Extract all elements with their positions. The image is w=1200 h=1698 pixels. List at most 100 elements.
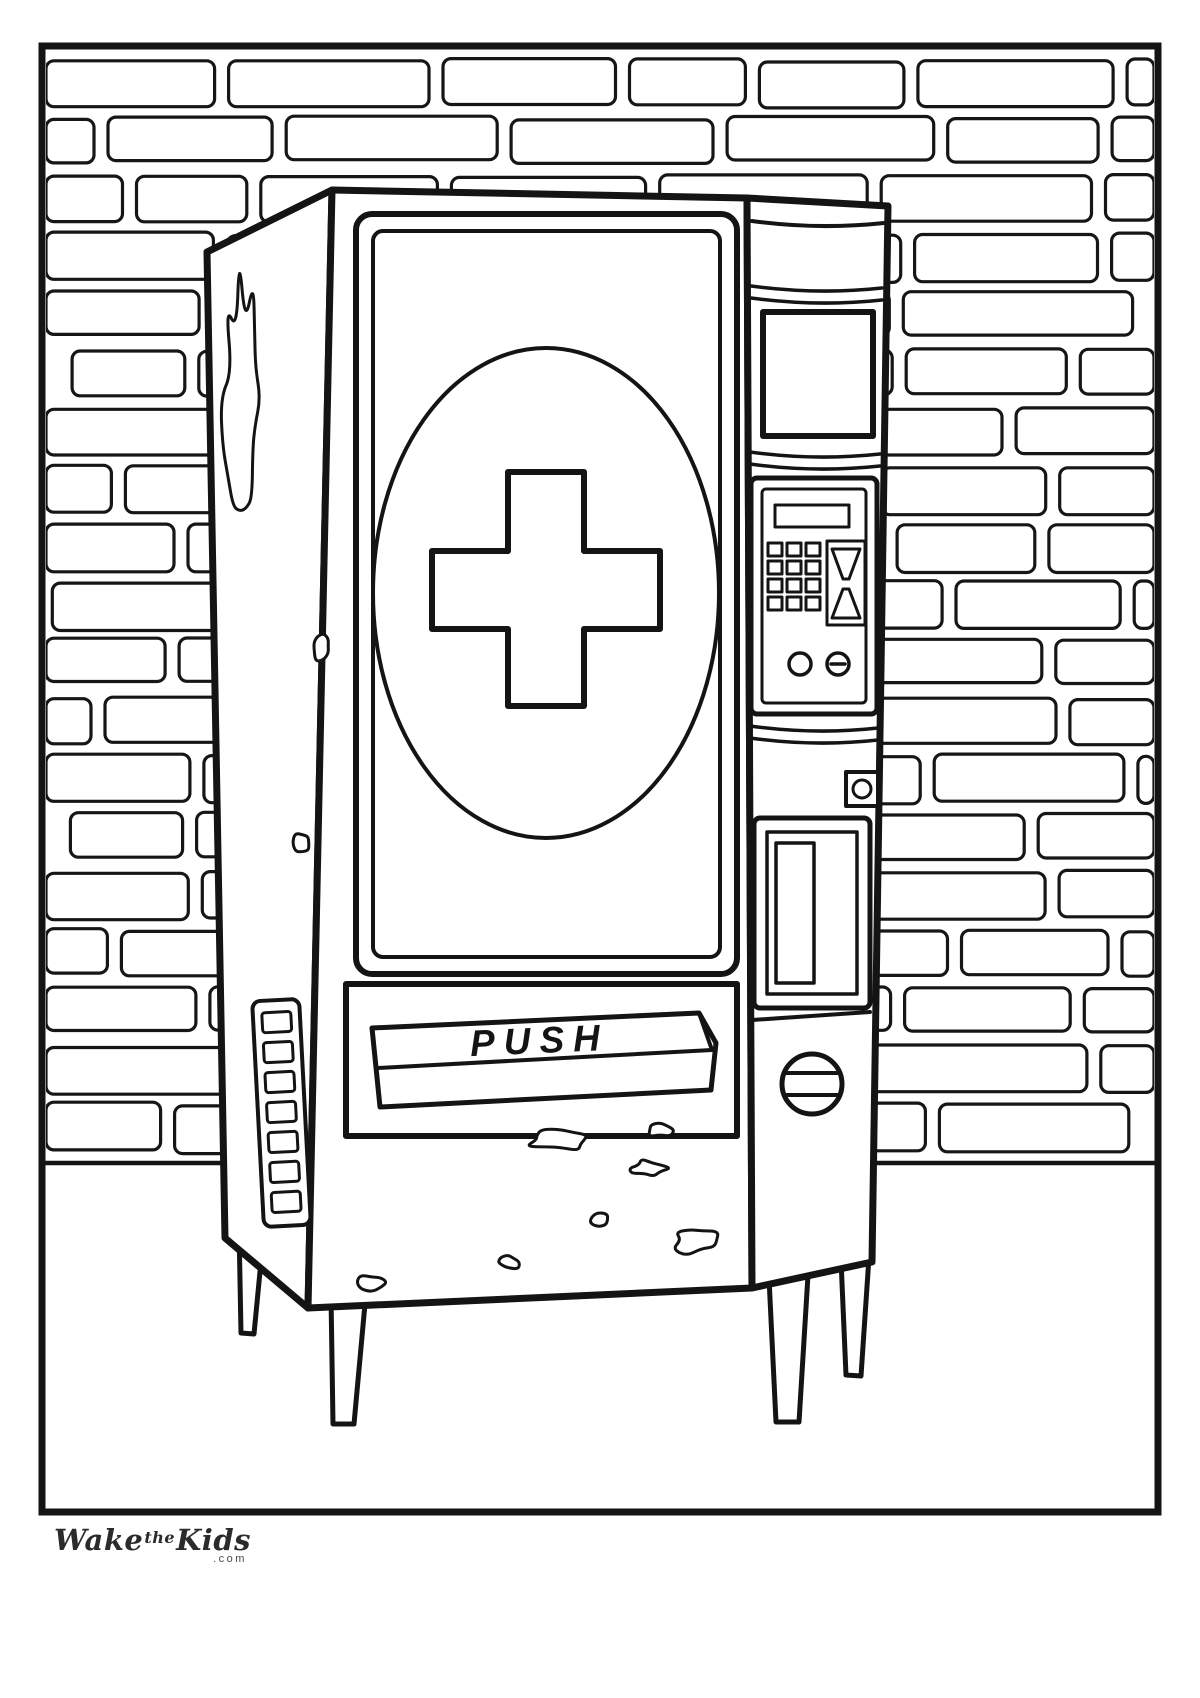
keypad-button[interactable] (766, 559, 784, 576)
brick (904, 347, 1068, 396)
select-button[interactable] (787, 651, 813, 677)
keypad-button[interactable] (766, 577, 784, 594)
brick (46, 117, 96, 165)
brick (932, 752, 1126, 803)
vent-slot (263, 1069, 297, 1095)
brick (1058, 466, 1154, 517)
push-label: PUSH (469, 1017, 610, 1064)
keypad-button[interactable] (785, 577, 803, 594)
brick (1125, 57, 1154, 107)
grunge-patches (219, 271, 720, 1293)
keypad-button[interactable] (766, 595, 784, 612)
keypad-button[interactable] (804, 541, 822, 558)
vent-slot (261, 1039, 295, 1065)
vent-slot (269, 1189, 303, 1214)
grunge-spot (588, 1211, 610, 1228)
vent-slot (268, 1159, 301, 1184)
brick (1099, 1044, 1154, 1094)
key-lock[interactable] (844, 770, 880, 808)
brick (1047, 523, 1154, 575)
window-circle (371, 346, 721, 840)
key-lock-plate[interactable] (844, 770, 880, 808)
grunge-spot (673, 1228, 720, 1256)
vending-machine: PUSH (203, 186, 892, 1427)
keypad-button[interactable] (766, 541, 784, 558)
brick (509, 118, 715, 166)
column-seam-b (749, 296, 884, 305)
medical-cross-icon (429, 469, 663, 709)
vent-slot (260, 1010, 294, 1035)
keypad-button[interactable] (785, 559, 803, 576)
coin-slot-icon[interactable] (825, 539, 867, 627)
brick (46, 871, 190, 922)
bill-acceptor-slot (774, 841, 816, 985)
keypad-button[interactable] (804, 577, 822, 594)
column-top-seam (750, 219, 886, 229)
grunge-spot (312, 632, 330, 663)
brick (46, 985, 198, 1033)
brick (916, 59, 1115, 109)
brick (46, 174, 125, 224)
brick (937, 1102, 1131, 1154)
brick (284, 114, 499, 162)
lock-dial[interactable] (779, 1051, 845, 1117)
grunge-spot (497, 1254, 521, 1271)
brick (1110, 231, 1154, 282)
leg-front-right (766, 1272, 811, 1425)
keypad-button[interactable] (785, 541, 803, 558)
grunge-spot (527, 1127, 588, 1152)
brick (46, 289, 201, 336)
brick (46, 752, 192, 803)
brick (1036, 811, 1154, 860)
vent-slot (265, 1099, 298, 1125)
brick (879, 174, 1094, 223)
key-lock-cylinder (851, 778, 873, 800)
vent-slot (266, 1129, 300, 1155)
brick (1136, 754, 1154, 805)
keypad-buttons[interactable] (766, 541, 822, 612)
display-screen (760, 309, 876, 439)
brick (1078, 347, 1154, 396)
brick (46, 697, 93, 746)
brand-logo: WaketheKids .com (54, 1526, 251, 1565)
grunge-spot (356, 1274, 388, 1293)
control-panel (748, 219, 886, 1117)
brick (106, 115, 274, 163)
push-flap-fold-line (376, 1048, 714, 1070)
coin-return-icon[interactable] (825, 651, 851, 677)
coin-slot-lower (830, 587, 862, 620)
column-seam-a (749, 284, 884, 293)
brick (227, 59, 431, 109)
brand-wordmark: WaketheKids (54, 1526, 251, 1555)
brick (959, 928, 1110, 977)
brand-domain: .com (213, 1553, 247, 1565)
keypad-panel (748, 475, 880, 717)
brick (1110, 115, 1154, 163)
brick (1054, 638, 1154, 686)
brand-word-wake: Wake (54, 1523, 144, 1557)
brick (70, 349, 187, 398)
keypad-button[interactable] (785, 595, 803, 612)
brick (954, 579, 1122, 631)
push-flap[interactable] (369, 1010, 719, 1110)
brick (46, 1100, 163, 1152)
grunge-spot (219, 271, 261, 512)
push-flap-bevel-line (697, 1011, 714, 1052)
column-seam-c (748, 450, 882, 459)
price-display (773, 503, 851, 529)
brick (1103, 173, 1154, 222)
brick (1120, 930, 1154, 978)
brick (757, 60, 906, 110)
column-seam-f (748, 736, 880, 745)
grunge-spot (291, 832, 311, 854)
bill-acceptor[interactable] (751, 815, 873, 1011)
lock-dial-icon[interactable] (779, 1051, 845, 1117)
brick (725, 114, 936, 162)
brick (902, 986, 1072, 1033)
keypad-button[interactable] (804, 595, 822, 612)
brick (1082, 987, 1154, 1034)
coin-slot-upper (830, 547, 862, 581)
keypad-button[interactable] (804, 559, 822, 576)
